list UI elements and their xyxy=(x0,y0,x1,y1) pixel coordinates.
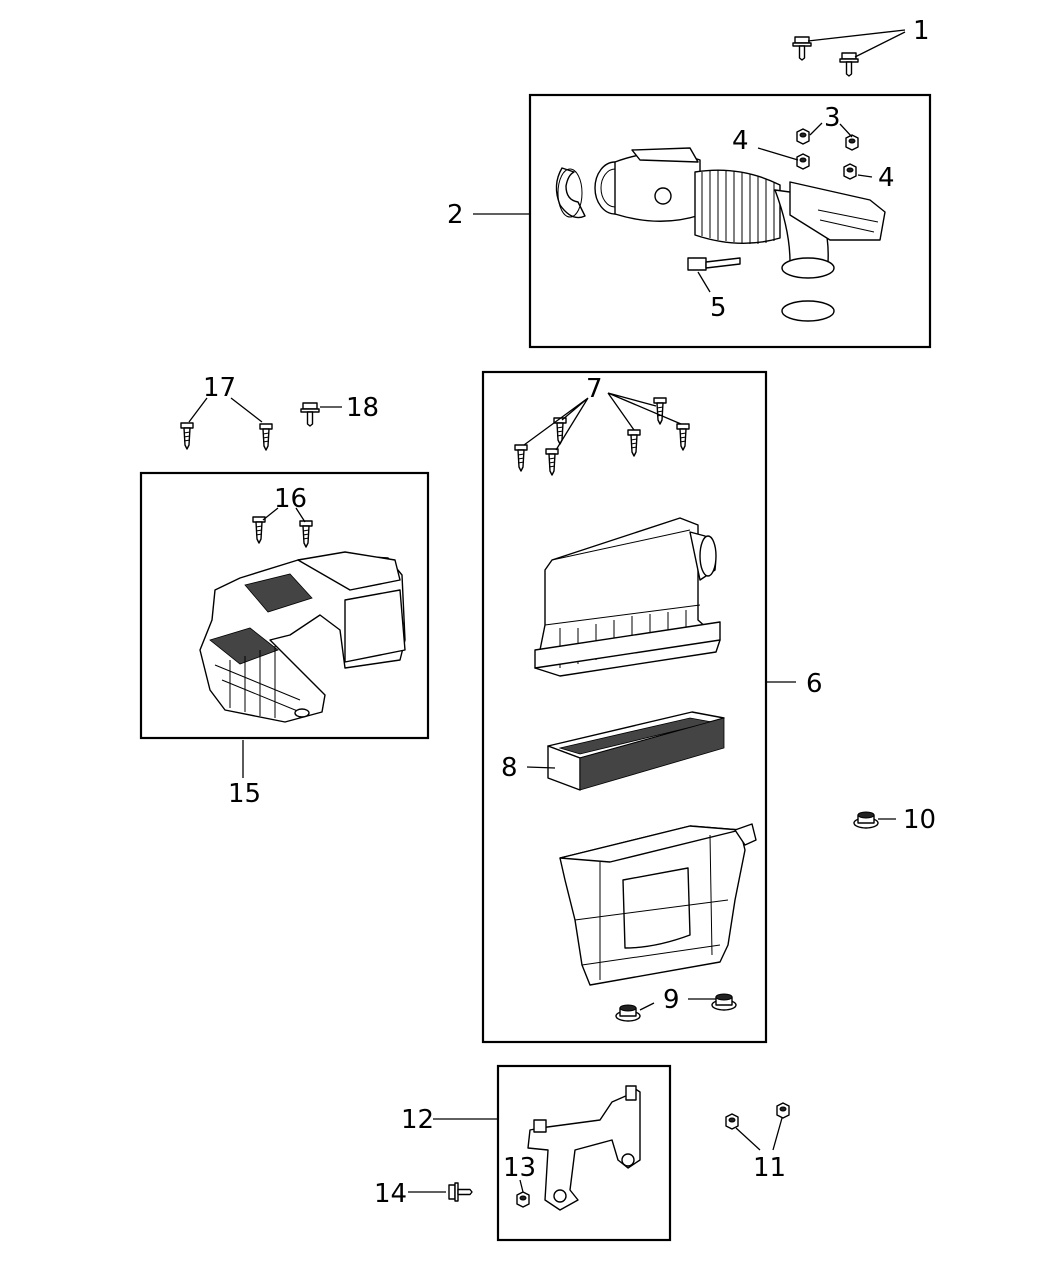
callout-13: 13 xyxy=(503,1153,536,1183)
air-cleaner-housing-icon xyxy=(559,823,757,986)
callout-16: 16 xyxy=(274,484,307,514)
leader-line xyxy=(188,397,263,423)
bolt-icon xyxy=(448,1182,473,1202)
leader-line xyxy=(523,392,682,451)
callout-11: 11 xyxy=(753,1153,786,1183)
leader-line xyxy=(526,766,556,769)
leader-line xyxy=(809,122,853,138)
callout-6: 6 xyxy=(806,669,823,699)
grommet-icon xyxy=(853,811,879,829)
callout-12: 12 xyxy=(401,1105,434,1135)
screw-icon xyxy=(252,516,266,544)
callout-10: 10 xyxy=(903,805,936,835)
nut-icon xyxy=(516,1191,530,1208)
callout-8: 8 xyxy=(501,753,518,783)
grommet-icon xyxy=(615,1004,641,1022)
callout-18: 18 xyxy=(346,393,379,423)
callout-9: 9 xyxy=(663,985,680,1015)
bolt-icon xyxy=(300,402,320,427)
callout-3: 3 xyxy=(824,103,841,133)
screw-icon xyxy=(259,423,273,451)
screw-icon xyxy=(676,423,690,451)
screw-icon xyxy=(653,397,667,425)
nut-icon xyxy=(725,1113,739,1130)
inlet-duct-icon xyxy=(555,147,886,322)
box-inlet-duct xyxy=(528,93,932,349)
clip-icon xyxy=(796,128,810,145)
box-air-cleaner xyxy=(481,370,768,1044)
bracket-icon xyxy=(527,1085,641,1211)
screw-icon xyxy=(180,422,194,450)
callout-14: 14 xyxy=(374,1179,407,1209)
box-resonator xyxy=(139,471,430,740)
grommet-icon xyxy=(711,993,737,1011)
callout-2: 2 xyxy=(447,200,464,230)
resonator-icon xyxy=(199,551,406,723)
screw-icon xyxy=(545,448,559,476)
nut-icon xyxy=(796,153,810,170)
callout-5: 5 xyxy=(710,293,727,323)
callout-15: 15 xyxy=(228,779,261,809)
callout-1: 1 xyxy=(913,16,930,46)
callout-17: 17 xyxy=(203,373,236,403)
nut-icon xyxy=(776,1102,790,1119)
air-filter-icon xyxy=(547,711,725,791)
clip-icon xyxy=(845,134,859,151)
sensor-icon xyxy=(687,257,741,271)
screw-icon xyxy=(514,444,528,472)
leader-line xyxy=(757,147,873,178)
leader-line xyxy=(697,271,711,293)
callout-7: 7 xyxy=(586,374,603,404)
leader-line xyxy=(807,29,906,58)
leader-line xyxy=(262,507,306,523)
air-cleaner-cover-icon xyxy=(534,517,721,677)
box-bracket xyxy=(496,1064,672,1242)
callout-4a: 4 xyxy=(732,126,749,156)
screw-icon xyxy=(299,520,313,548)
callout-4b: 4 xyxy=(878,163,895,193)
nut-icon xyxy=(843,163,857,180)
screw-icon xyxy=(627,429,641,457)
leader-line xyxy=(639,998,716,1011)
leader-line xyxy=(735,1117,783,1151)
leader-line xyxy=(519,1179,524,1193)
